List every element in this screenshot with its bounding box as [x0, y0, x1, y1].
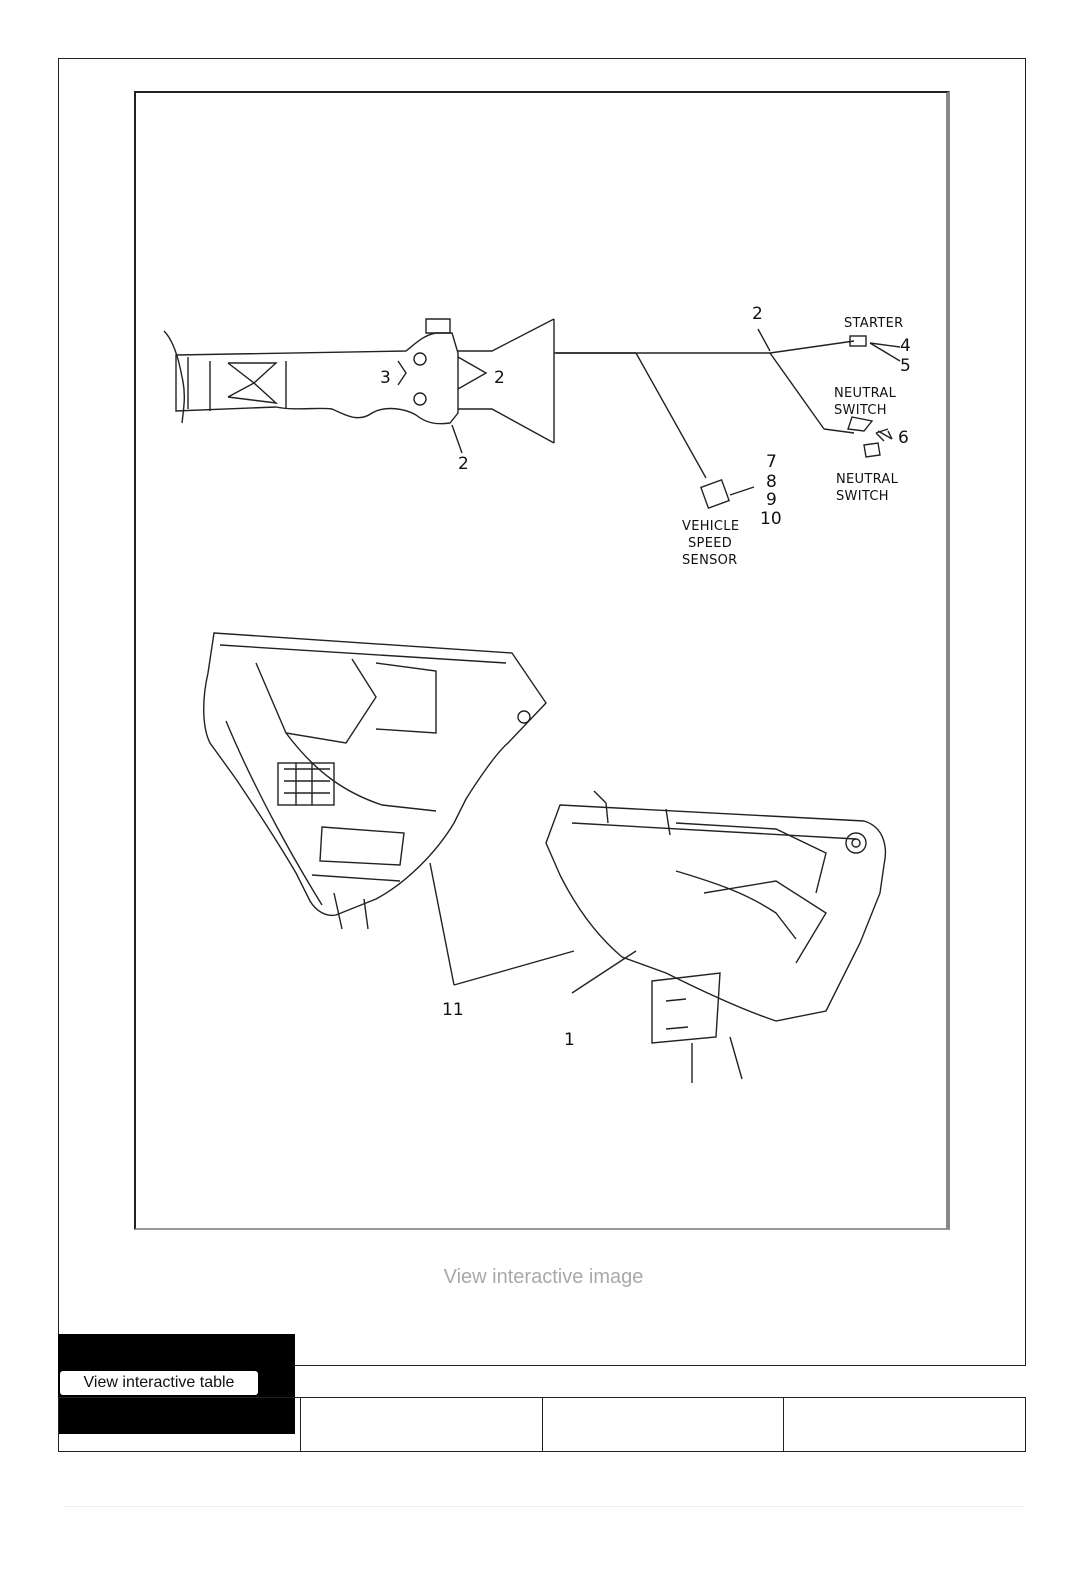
starter-connector — [849, 335, 867, 347]
callout-11: 11 — [442, 1000, 464, 1020]
table-cell — [59, 1398, 301, 1451]
table-row — [58, 1397, 1026, 1452]
callout-6: 6 — [898, 428, 909, 448]
view-interactive-table-button[interactable]: View interactive table — [60, 1371, 258, 1395]
harness-assembly-left — [203, 632, 547, 930]
neutral-switch-bottom — [863, 442, 881, 458]
harness-assembly-right — [545, 790, 887, 1083]
callout-8: 8 — [766, 472, 777, 492]
callout-2c: 2 — [752, 304, 763, 324]
neutral-switch-top-label-line1: NEUTRAL — [834, 386, 897, 401]
starter-label: STARTER — [844, 316, 903, 331]
vehicle-speed-sensor-body — [700, 479, 730, 509]
callout-4: 4 — [900, 336, 911, 356]
vehicle-speed-sensor-label-line2: SPEED — [688, 536, 732, 551]
callout-5: 5 — [900, 356, 911, 376]
view-interactive-image-link[interactable]: View interactive image — [443, 1266, 644, 1288]
frame-rail-edge — [163, 330, 185, 424]
neutral-switch-top — [847, 416, 874, 432]
table-cell — [301, 1398, 543, 1451]
page-frame — [58, 58, 1026, 1366]
wiring-diagram-figure[interactable]: 3 2 2 2 4 5 6 7 8 9 10 11 1 STARTER NEUT… — [134, 91, 950, 1230]
callout-7: 7 — [766, 452, 777, 472]
callout-1: 1 — [564, 1030, 575, 1050]
table-cell — [784, 1398, 1025, 1451]
frame-rail-body — [175, 332, 459, 425]
callout-3: 3 — [380, 368, 391, 388]
vehicle-speed-sensor-label-line1: VEHICLE — [682, 519, 739, 534]
wiring-diagram: 3 2 2 2 4 5 6 7 8 9 10 11 1 STARTER NEUT… — [163, 304, 911, 1083]
table-cell — [543, 1398, 785, 1451]
callout-2b: 2 — [458, 454, 469, 474]
divider — [64, 1506, 1024, 1507]
callout-10: 10 — [760, 509, 782, 529]
neutral-switch-bottom-label-line1: NEUTRAL — [836, 472, 899, 487]
neutral-switch-bottom-label-line2: SWITCH — [836, 489, 889, 504]
vehicle-speed-sensor-label-line3: SENSOR — [682, 553, 738, 568]
callout-2a: 2 — [494, 368, 505, 388]
callout-9: 9 — [766, 490, 777, 510]
neutral-switch-top-label-line2: SWITCH — [834, 403, 887, 418]
